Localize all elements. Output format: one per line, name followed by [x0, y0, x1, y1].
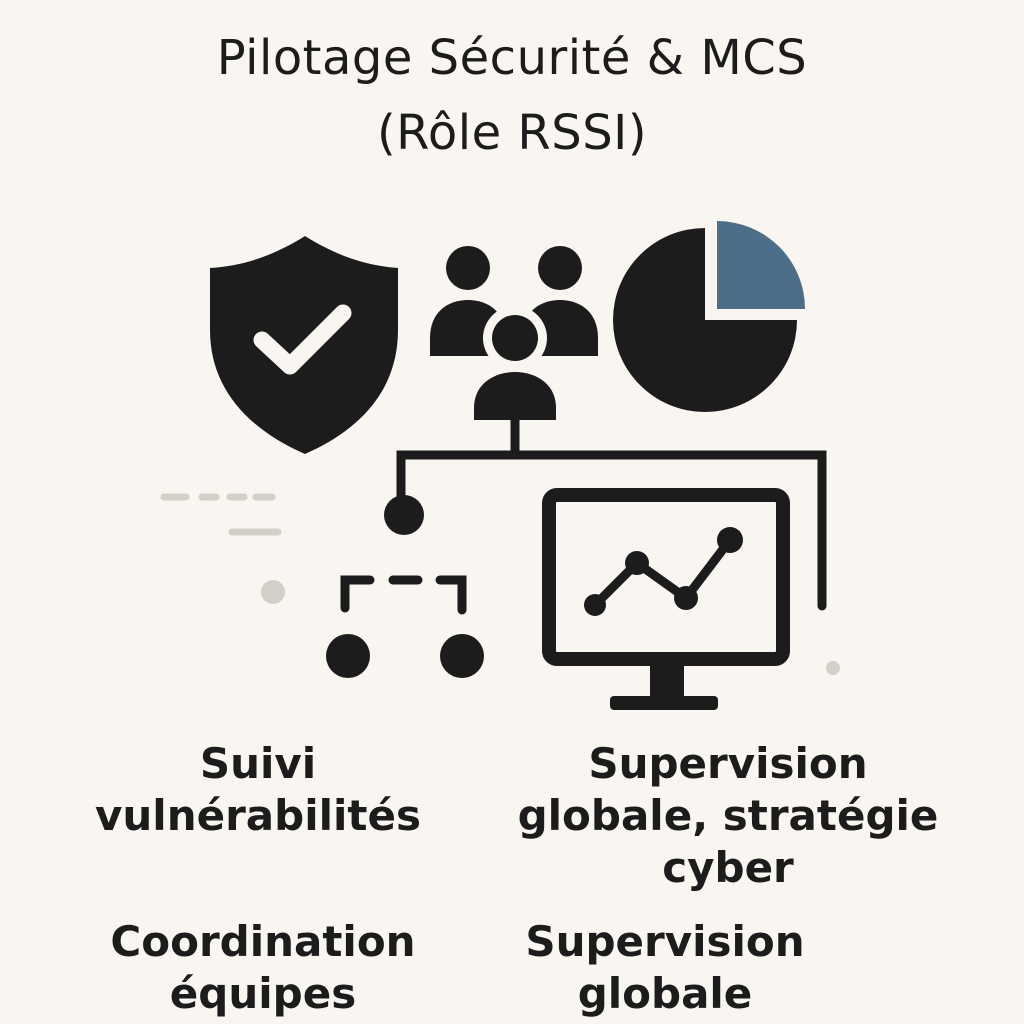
label-supervision: Supervision globale: [525, 916, 804, 1020]
label-line: équipes: [169, 969, 357, 1018]
label-line: cyber: [662, 843, 794, 892]
decorative-dot: [261, 580, 285, 604]
decorative-dashes: [160, 493, 282, 536]
team-icon: [430, 246, 598, 426]
decorative-dot: [826, 661, 840, 675]
label-line: globale, stratégie: [517, 791, 939, 840]
org-chart-icon: [326, 415, 827, 678]
page-title: Pilotage Sécurité & MCS: [216, 30, 808, 86]
label-line: vulnérabilités: [95, 791, 421, 840]
label-strategy: Supervision globale, stratégie cyber: [518, 738, 939, 894]
page-subtitle: (Rôle RSSI): [376, 105, 648, 161]
label-line: Coordination: [110, 917, 416, 966]
label-line: Supervision: [525, 917, 805, 966]
label-line: globale: [577, 969, 753, 1018]
label-coordination: Coordination équipes: [110, 916, 415, 1020]
label-vulnerabilities: Suivi vulnérabilités: [95, 738, 421, 842]
label-line: Suivi: [199, 739, 317, 788]
label-line: Supervision: [588, 739, 868, 788]
shield-check-icon: [210, 236, 398, 454]
pie-chart-icon: [613, 221, 805, 412]
monitor-chart-icon: [542, 488, 790, 710]
